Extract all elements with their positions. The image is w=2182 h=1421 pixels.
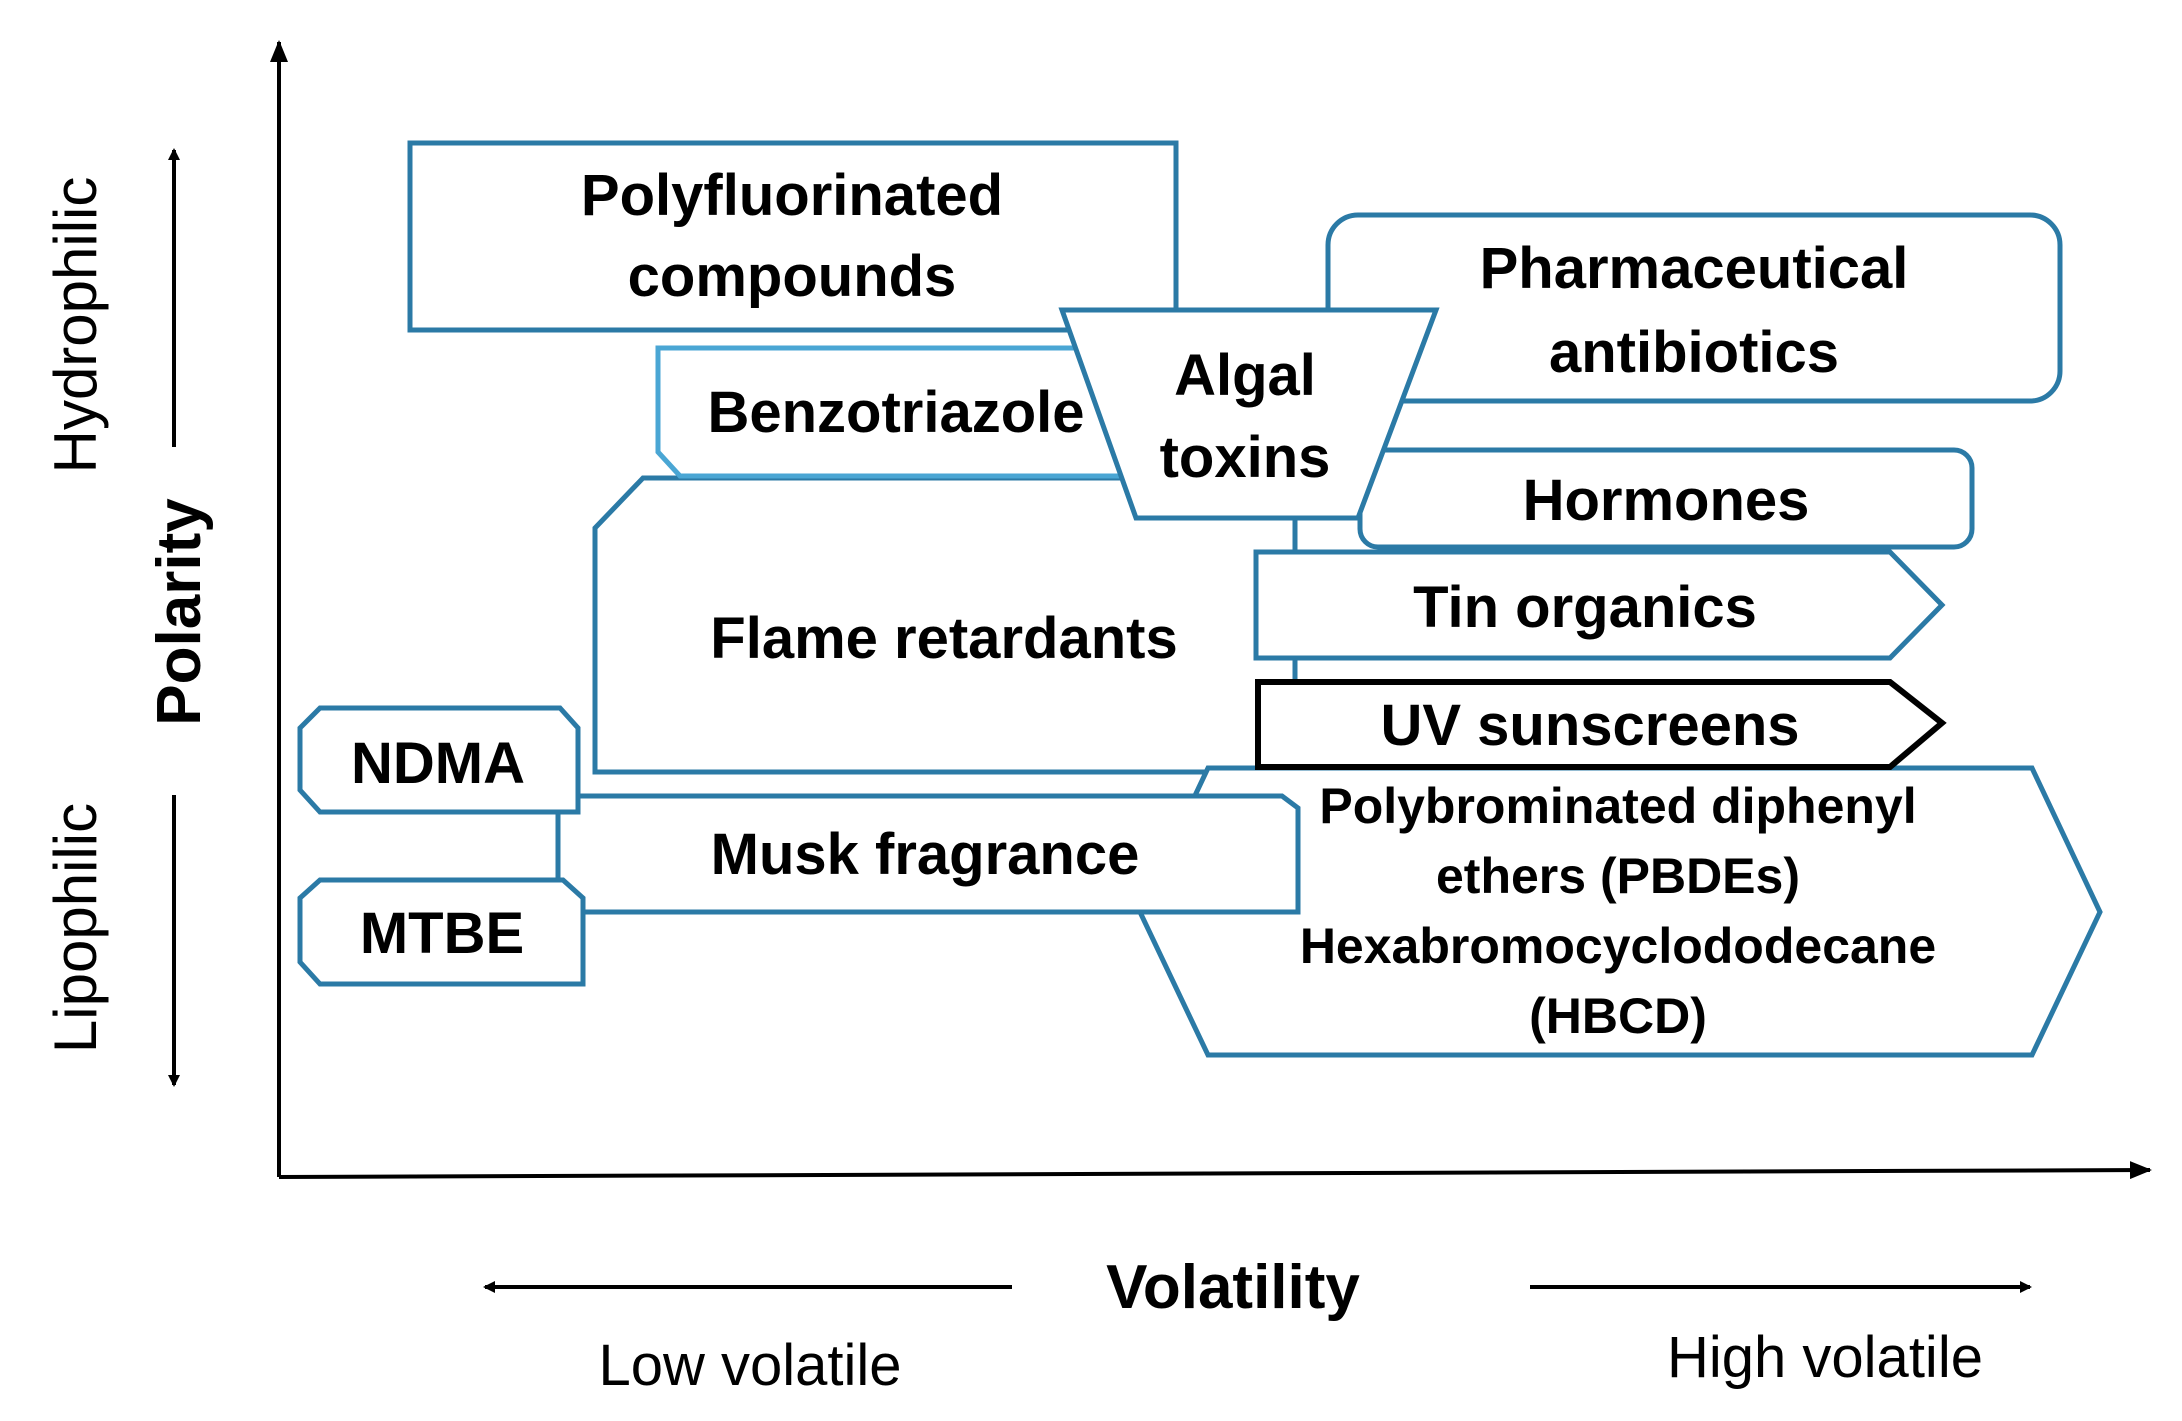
hbcd-line-2: (HBCD): [1529, 988, 1707, 1044]
benzotriazole-box: Benzotriazole: [655, 345, 1123, 479]
musk-fragrance-label: Musk fragrance: [711, 822, 1140, 887]
y-axis-title: Polarity: [145, 498, 214, 726]
ndma-box: NDMA: [297, 705, 581, 815]
flame-retardants-label: Flame retardants: [710, 606, 1177, 671]
benzotriazole-label: Benzotriazole: [707, 380, 1084, 445]
flame-retardants-box: Flame retardants: [592, 475, 1298, 775]
hbcd-line-1: Hexabromocyclododecane: [1300, 918, 1936, 974]
y-axis-top-label: Hydrophilic: [42, 177, 109, 474]
musk-fragrance-box: Musk fragrance: [555, 793, 1301, 915]
uv-sunscreens-box: UV sunscreens: [1255, 679, 1947, 770]
pbde-line-2: ethers (PBDEs): [1436, 848, 1800, 904]
pharmaceutical-line-1: Pharmaceutical: [1480, 236, 1909, 301]
tin-organics-box: Tin organics: [1253, 549, 1946, 661]
pharmaceutical-line-2: antibiotics: [1549, 320, 1839, 385]
mtbe-label: MTBE: [360, 901, 524, 966]
hormones-box: Hormones: [1357, 447, 1975, 550]
pbde-hbcd-box: Polybrominated diphenyl ethers (PBDEs) H…: [1137, 765, 2103, 1058]
tin-organics-label: Tin organics: [1413, 575, 1757, 640]
polyfluorinated-line-1: Polyfluorinated: [581, 163, 1003, 228]
pbde-line-1: Polybrominated diphenyl: [1319, 778, 1916, 834]
polyfluorinated-compounds-box: Polyfluorinated compounds: [407, 140, 1179, 333]
algal-toxins-line-2: toxins: [1160, 425, 1331, 490]
mtbe-box: MTBE: [297, 877, 586, 987]
x-axis-low-label: Low volatile: [598, 1333, 901, 1398]
x-axis-line: [278, 1161, 2152, 1180]
hormones-label: Hormones: [1523, 468, 1810, 533]
algal-toxins-box: Algal toxins: [1058, 307, 1440, 521]
polyfluorinated-line-2: compounds: [628, 244, 957, 309]
y-axis-bottom-label: Lipophilic: [42, 803, 109, 1053]
x-axis-title: Volatility: [1106, 1253, 1360, 1322]
uv-sunscreens-label: UV sunscreens: [1380, 693, 1799, 758]
ndma-label: NDMA: [351, 731, 525, 796]
algal-toxins-line-1: Algal: [1174, 343, 1316, 408]
x-axis-high-label: High volatile: [1667, 1325, 1983, 1390]
